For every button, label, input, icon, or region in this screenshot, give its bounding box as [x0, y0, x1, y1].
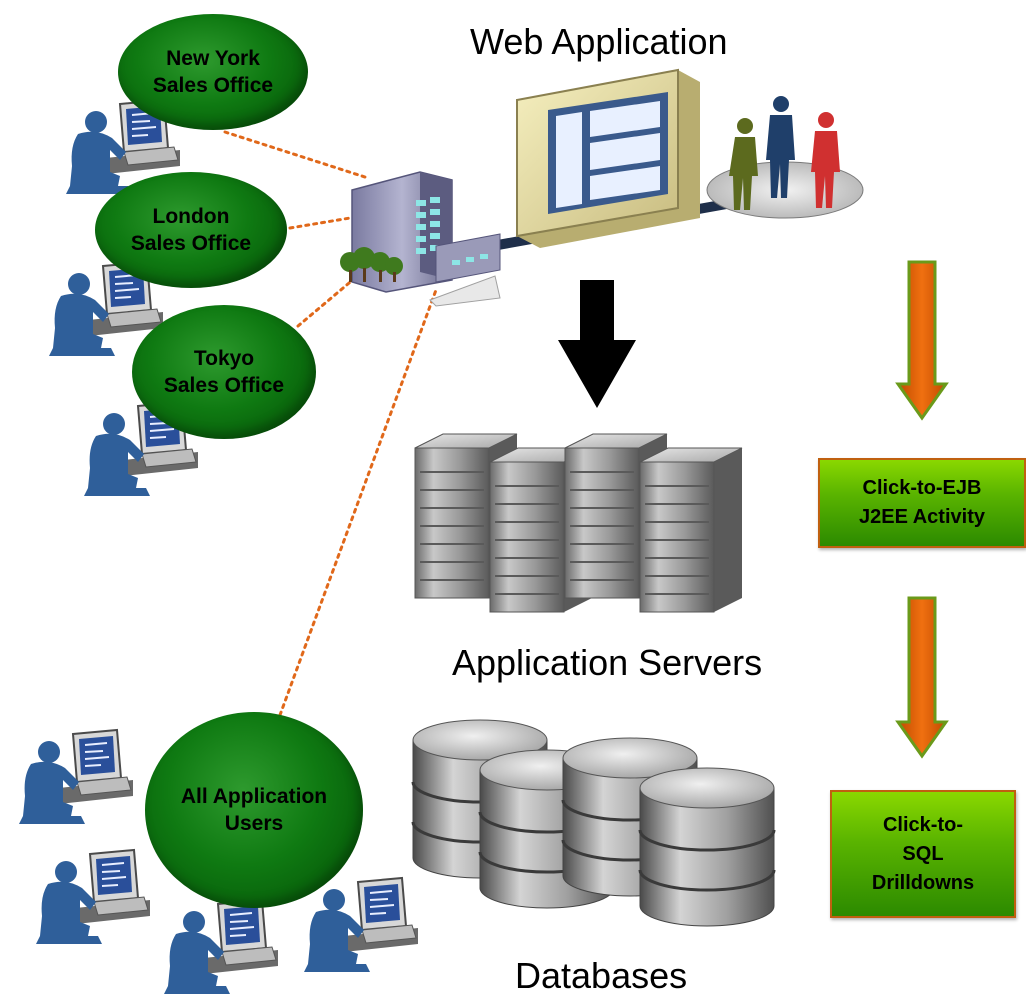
connector-london [288, 216, 352, 230]
box-click-to-sql: Click-to- SQL Drilldowns [830, 790, 1016, 918]
web-application-window-icon [469, 68, 761, 255]
user-at-workstation-icon [164, 898, 278, 994]
box-click-to-ejb-line-2: J2EE Activity [859, 506, 985, 528]
user-at-workstation-icon [304, 876, 418, 972]
database-4 [638, 767, 776, 927]
office-tokyo-line-2: Sales Office [163, 374, 285, 397]
connector-new-york [223, 130, 370, 180]
database-cylinder-icon [411, 719, 776, 927]
flow-arrow-icon-1 [895, 260, 949, 421]
user-at-workstation-icon [19, 728, 133, 824]
office-all-users-line-1: All Application [180, 784, 328, 808]
office-new-york: New York Sales Office [118, 14, 308, 130]
office-tokyo-line-1: Tokyo [193, 346, 255, 370]
office-london: London Sales Office [95, 172, 287, 288]
server-4 [639, 447, 743, 613]
connector-lines [223, 130, 438, 717]
flow-arrow-icon-2 [895, 596, 949, 759]
office-tokyo: Tokyo Sales Office [132, 305, 316, 439]
box-click-to-ejb: Click-to-EJB J2EE Activity [818, 458, 1026, 548]
office-new-york-line-1: New York [166, 46, 260, 70]
caption-application-servers: Application Servers [452, 642, 763, 683]
people-group-icon [706, 96, 864, 219]
caption-databases: Databases [515, 955, 688, 996]
user-at-workstation-icon [36, 848, 150, 944]
caption-web-application: Web Application [470, 21, 728, 62]
office-all-application-users: All Application Users [145, 712, 363, 908]
office-new-york-line-2: Sales Office [152, 74, 274, 97]
connector-all-users [278, 288, 438, 717]
connector-tokyo [296, 276, 357, 328]
application-server-icon [414, 433, 743, 613]
office-london-line-2: Sales Office [130, 232, 252, 255]
office-all-users-line-2: Users [224, 812, 284, 835]
box-click-to-sql-line-1: Click-to- [882, 813, 963, 836]
office-london-line-1: London [152, 204, 230, 228]
users-layer [19, 98, 418, 994]
box-click-to-sql-line-2: SQL [902, 842, 944, 865]
box-click-to-sql-line-3: Drilldowns [871, 871, 975, 894]
office-building-icon [340, 171, 501, 307]
down-arrow-icon [558, 280, 636, 408]
box-click-to-ejb-line-1: Click-to-EJB [862, 477, 982, 499]
